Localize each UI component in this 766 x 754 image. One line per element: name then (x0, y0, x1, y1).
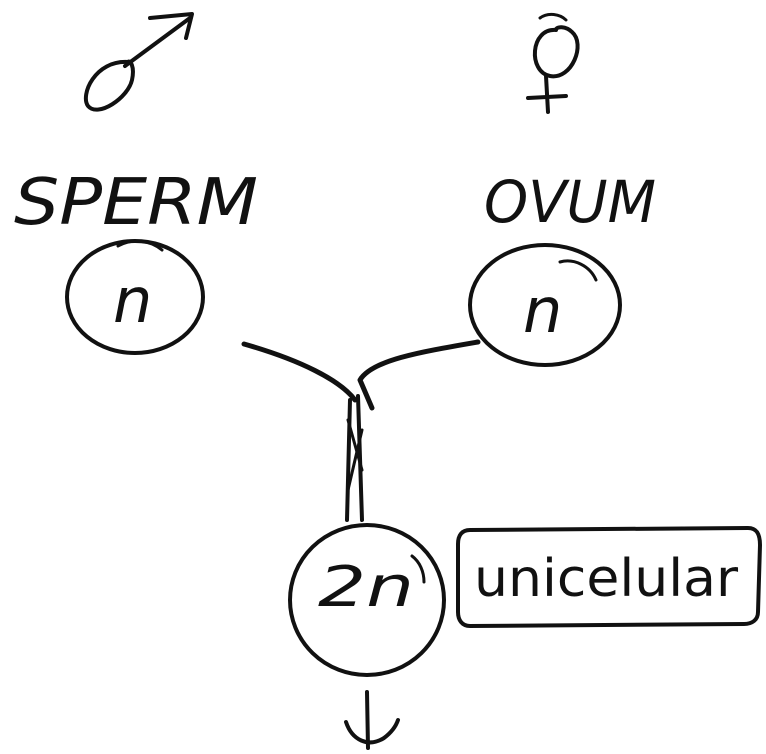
ovum-cell: n (468, 243, 622, 367)
ovum-ploidy-label: n (523, 274, 562, 347)
fusion-lines (241, 339, 481, 522)
male-symbol-icon (83, 12, 194, 112)
unicelular-text: unicelular (474, 549, 739, 609)
sperm-cell: n (65, 239, 205, 355)
zygote-ploidy-label: 2n (318, 555, 414, 620)
zygote-cell: 2n (288, 523, 446, 677)
sperm-label: SPERM (14, 166, 258, 240)
unicelular-note: unicelular (456, 526, 762, 628)
down-arrow-icon (344, 690, 400, 750)
female-symbol-icon (526, 12, 580, 114)
ovum-label: OVUM (484, 168, 656, 236)
sperm-ploidy-label: n (113, 264, 152, 337)
